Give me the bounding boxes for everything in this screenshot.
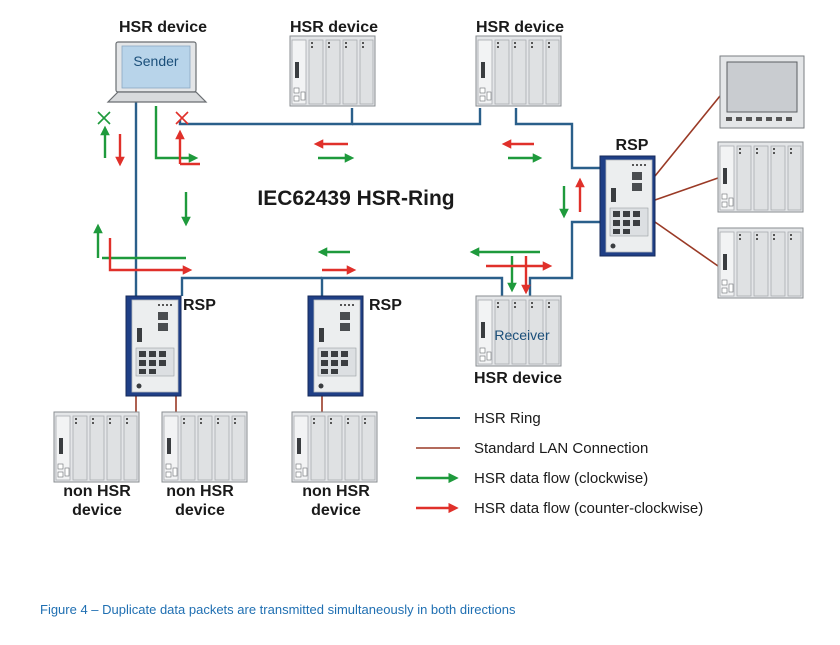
hsr-device-label-sender: HSR device xyxy=(119,19,207,36)
non-hsr-label-1-line1: non HSR xyxy=(63,483,131,500)
hsr-device-label-top-middle: HSR device xyxy=(290,19,378,36)
non-hsr-label-2-line2: device xyxy=(175,502,225,519)
counter-clockwise-arrows xyxy=(108,134,585,295)
figure-caption: Figure 4 – Duplicate data packets are tr… xyxy=(40,602,516,617)
receiver-device: Receiver xyxy=(475,295,562,367)
rsp-switch-left xyxy=(125,295,182,397)
hsr-device-label-top-right: HSR device xyxy=(476,19,564,36)
legend: HSR Ring Standard LAN Connection HSR dat… xyxy=(416,410,703,517)
non-hsr-device-3 xyxy=(291,411,378,483)
legend-label-clockwise: HSR data flow (clockwise) xyxy=(474,470,648,487)
hsr-device-top-middle xyxy=(289,35,376,107)
blocked-marks xyxy=(97,111,189,125)
hsr-device-label-receiver: HSR device xyxy=(474,370,562,387)
non-hsr-label-3-line1: non HSR xyxy=(302,483,370,500)
receiver-label: Receiver xyxy=(494,327,550,343)
rsp-label-left: RSP xyxy=(183,297,216,314)
legend-label-standard-lan: Standard LAN Connection xyxy=(474,440,648,457)
standard-lan-connections xyxy=(135,95,721,412)
legend-label-counter-clockwise: HSR data flow (counter-clockwise) xyxy=(474,500,703,517)
legend-label-hsr-ring: HSR Ring xyxy=(474,410,541,427)
non-hsr-device-1 xyxy=(53,411,140,483)
hsr-device-top-right xyxy=(475,35,562,107)
non-hsr-label-3-line2: device xyxy=(311,502,361,519)
rsp-switch-middle xyxy=(307,295,364,397)
sender-label: Sender xyxy=(133,53,178,69)
right-rack-2 xyxy=(717,227,804,299)
non-hsr-label-2-line1: non HSR xyxy=(166,483,234,500)
right-rack-1 xyxy=(717,141,804,213)
clockwise-arrows xyxy=(93,106,569,293)
rsp-label-right: RSP xyxy=(616,137,649,154)
non-hsr-label-1-line2: device xyxy=(72,502,122,519)
right-panel-display xyxy=(719,55,805,129)
sender-laptop: Sender xyxy=(106,41,208,103)
rsp-switch-right xyxy=(599,155,656,257)
hsr-ring xyxy=(134,100,600,296)
non-hsr-device-2 xyxy=(161,411,248,483)
rsp-label-middle: RSP xyxy=(369,297,402,314)
ring-title: IEC62439 HSR-Ring xyxy=(257,187,454,210)
